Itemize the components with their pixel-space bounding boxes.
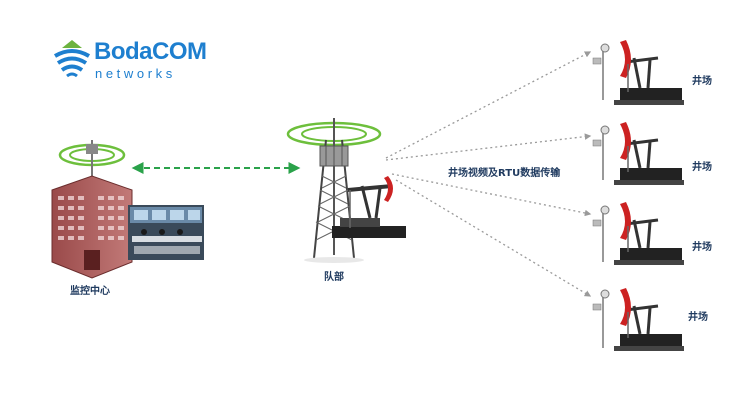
wellsite-label-2: 井场 [692, 162, 712, 173]
link-description-label: 井场视频及RTU数据传输 [448, 168, 561, 179]
wellsite-4 [592, 288, 684, 351]
team-label: 队部 [324, 272, 344, 283]
bodacom-logo: BodaCOM networks [50, 38, 220, 88]
wellsite-links [385, 51, 592, 297]
logo-brand-left: Boda [94, 38, 153, 65]
link-arrow-1 [385, 51, 592, 159]
logo-brand-right: COM [152, 38, 207, 65]
link-arrow-4 [395, 179, 592, 297]
logo-brand: BodaCOM [94, 40, 207, 64]
wellsite-label-1: 井场 [692, 76, 712, 87]
wellsite-2 [592, 122, 684, 185]
wellsite-1 [592, 40, 684, 105]
monitoring-center-label: 监控中心 [70, 286, 110, 297]
monitoring-center-building [51, 140, 133, 279]
wellsite-3 [592, 202, 684, 265]
wellsite-label-3: 井场 [692, 242, 712, 253]
logo-mark-icon [53, 40, 91, 78]
logo-subtitle: networks [95, 66, 176, 81]
team-tower [286, 118, 382, 263]
link-arrow-2 [385, 133, 592, 161]
wellsite-label-4: 井场 [688, 312, 708, 323]
control-room-photo [128, 205, 204, 260]
pump-jack-team [332, 176, 406, 238]
link-arrow-3 [391, 173, 592, 217]
